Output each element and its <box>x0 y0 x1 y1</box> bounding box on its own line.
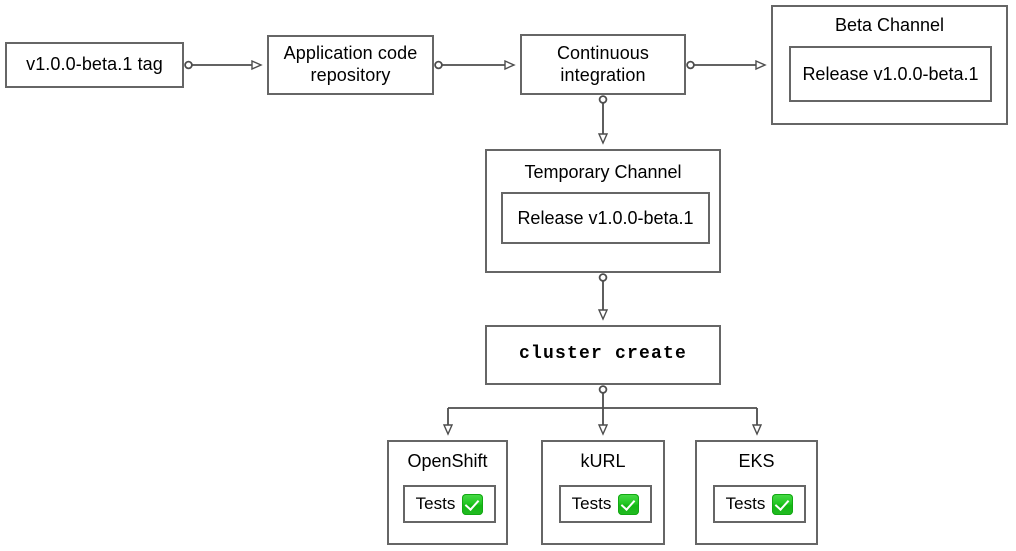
node-cluster-create[interactable]: cluster create <box>485 325 721 385</box>
edge-temporary-channel-to-cluster-create <box>600 273 607 318</box>
openshift-tests-label: Tests <box>415 494 456 513</box>
green-check-icon <box>618 493 640 515</box>
edge-tag-to-repository <box>184 62 260 69</box>
node-cluster-create-label: cluster create <box>518 344 688 365</box>
temporary-channel-release-label: Release v1.0.0-beta.1 <box>517 207 694 228</box>
node-application-code-repository[interactable]: Application code repository <box>267 35 434 95</box>
node-tag[interactable]: v1.0.0-beta.1 tag <box>5 42 184 88</box>
edge-repository-to-ci <box>434 62 513 69</box>
node-openshift-title: OpenShift <box>407 451 488 471</box>
eks-tests-label: Tests <box>725 494 766 513</box>
temporary-channel-release-box[interactable]: Release v1.0.0-beta.1 <box>501 192 710 244</box>
node-beta-channel[interactable]: Beta Channel Release v1.0.0-beta.1 <box>771 5 1008 125</box>
node-eks-title: EKS <box>738 451 775 471</box>
node-tag-label: v1.0.0-beta.1 tag <box>26 54 163 75</box>
node-temporary-channel[interactable]: Temporary Channel Release v1.0.0-beta.1 <box>485 149 721 273</box>
edge-ci-to-beta-channel <box>686 62 764 69</box>
node-continuous-integration-label: Continuous integration <box>556 42 650 85</box>
node-kurl[interactable]: kURL Tests <box>541 440 665 545</box>
kurl-tests-box[interactable]: Tests <box>559 485 652 523</box>
edge-ci-to-temporary-channel <box>600 95 607 142</box>
eks-tests-box[interactable]: Tests <box>713 485 806 523</box>
beta-channel-release-box[interactable]: Release v1.0.0-beta.1 <box>789 46 992 102</box>
beta-channel-release-label: Release v1.0.0-beta.1 <box>802 63 979 84</box>
green-check-icon <box>772 493 794 515</box>
node-temporary-channel-title: Temporary Channel <box>524 162 682 182</box>
node-kurl-title: kURL <box>580 451 626 471</box>
green-check-icon <box>462 493 484 515</box>
node-application-code-repository-label: Application code repository <box>283 43 418 85</box>
openshift-tests-box[interactable]: Tests <box>403 485 496 523</box>
edge-cluster-create-to-targets <box>448 385 757 433</box>
node-continuous-integration[interactable]: Continuous integration <box>520 34 686 95</box>
node-eks[interactable]: EKS Tests <box>695 440 818 545</box>
node-beta-channel-title: Beta Channel <box>834 15 945 35</box>
node-openshift[interactable]: OpenShift Tests <box>387 440 508 545</box>
kurl-tests-label: Tests <box>571 494 612 513</box>
